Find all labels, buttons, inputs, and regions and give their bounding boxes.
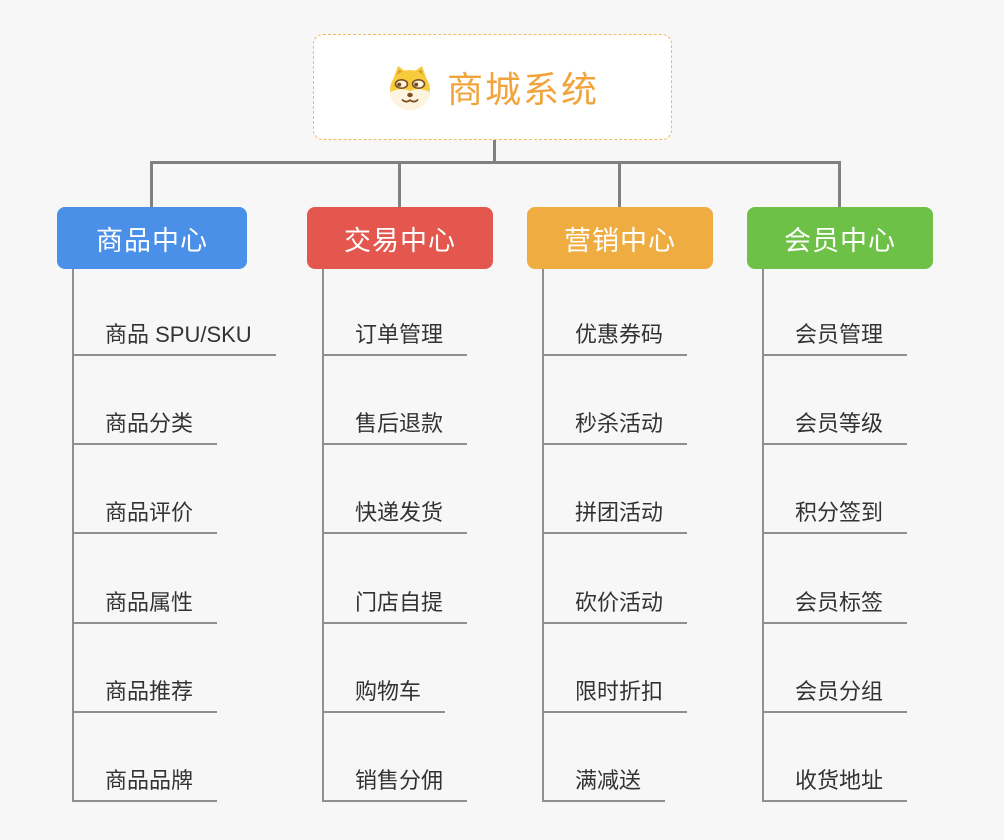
- connector-drop-line: [618, 161, 621, 207]
- connector-drop-line: [838, 161, 841, 207]
- leaf-node[interactable]: 售后退款: [322, 405, 468, 445]
- leaf-node[interactable]: 拼团活动: [542, 494, 688, 534]
- leaf-node[interactable]: 会员标签: [762, 584, 908, 624]
- leaf-node[interactable]: 商品 SPU/SKU: [72, 316, 276, 356]
- leaf-node[interactable]: 收货地址: [762, 762, 908, 802]
- leaf-node[interactable]: 购物车: [322, 673, 446, 713]
- leaf-node[interactable]: 会员管理: [762, 316, 908, 356]
- branch-trunk-line: [322, 269, 324, 802]
- branch-node-member-center[interactable]: 会员中心: [747, 207, 933, 269]
- leaf-node[interactable]: 限时折扣: [542, 673, 688, 713]
- connector-drop-line: [150, 161, 153, 207]
- leaf-node[interactable]: 商品属性: [72, 584, 218, 624]
- leaf-node[interactable]: 销售分佣: [322, 762, 468, 802]
- connector-bus-line: [151, 161, 841, 164]
- leaf-node[interactable]: 门店自提: [322, 584, 468, 624]
- leaf-node[interactable]: 满减送: [542, 762, 666, 802]
- connector-drop-line: [398, 161, 401, 207]
- branch-trunk-line: [72, 269, 74, 802]
- leaf-node[interactable]: 商品品牌: [72, 762, 218, 802]
- leaf-node[interactable]: 会员等级: [762, 405, 908, 445]
- leaf-node[interactable]: 快递发货: [322, 494, 468, 534]
- root-node[interactable]: 商城系统: [313, 34, 672, 140]
- leaf-node[interactable]: 积分签到: [762, 494, 908, 534]
- branch-trunk-line: [542, 269, 544, 802]
- leaf-node[interactable]: 优惠券码: [542, 316, 688, 356]
- dog-face-icon: [389, 66, 430, 110]
- branch-node-trade-center[interactable]: 交易中心: [307, 207, 493, 269]
- leaf-node[interactable]: 商品分类: [72, 405, 218, 445]
- leaf-node[interactable]: 会员分组: [762, 673, 908, 713]
- root-title: 商城系统: [446, 69, 599, 110]
- leaf-node[interactable]: 订单管理: [322, 316, 468, 356]
- connector-root-stub: [493, 139, 496, 164]
- branch-node-product-center[interactable]: 商品中心: [57, 207, 247, 269]
- branch-node-marketing-center[interactable]: 营销中心: [527, 207, 713, 269]
- leaf-node[interactable]: 商品推荐: [72, 673, 218, 713]
- branch-trunk-line: [762, 269, 764, 802]
- leaf-node[interactable]: 秒杀活动: [542, 405, 688, 445]
- leaf-node[interactable]: 商品评价: [72, 494, 218, 534]
- leaf-node[interactable]: 砍价活动: [542, 584, 688, 624]
